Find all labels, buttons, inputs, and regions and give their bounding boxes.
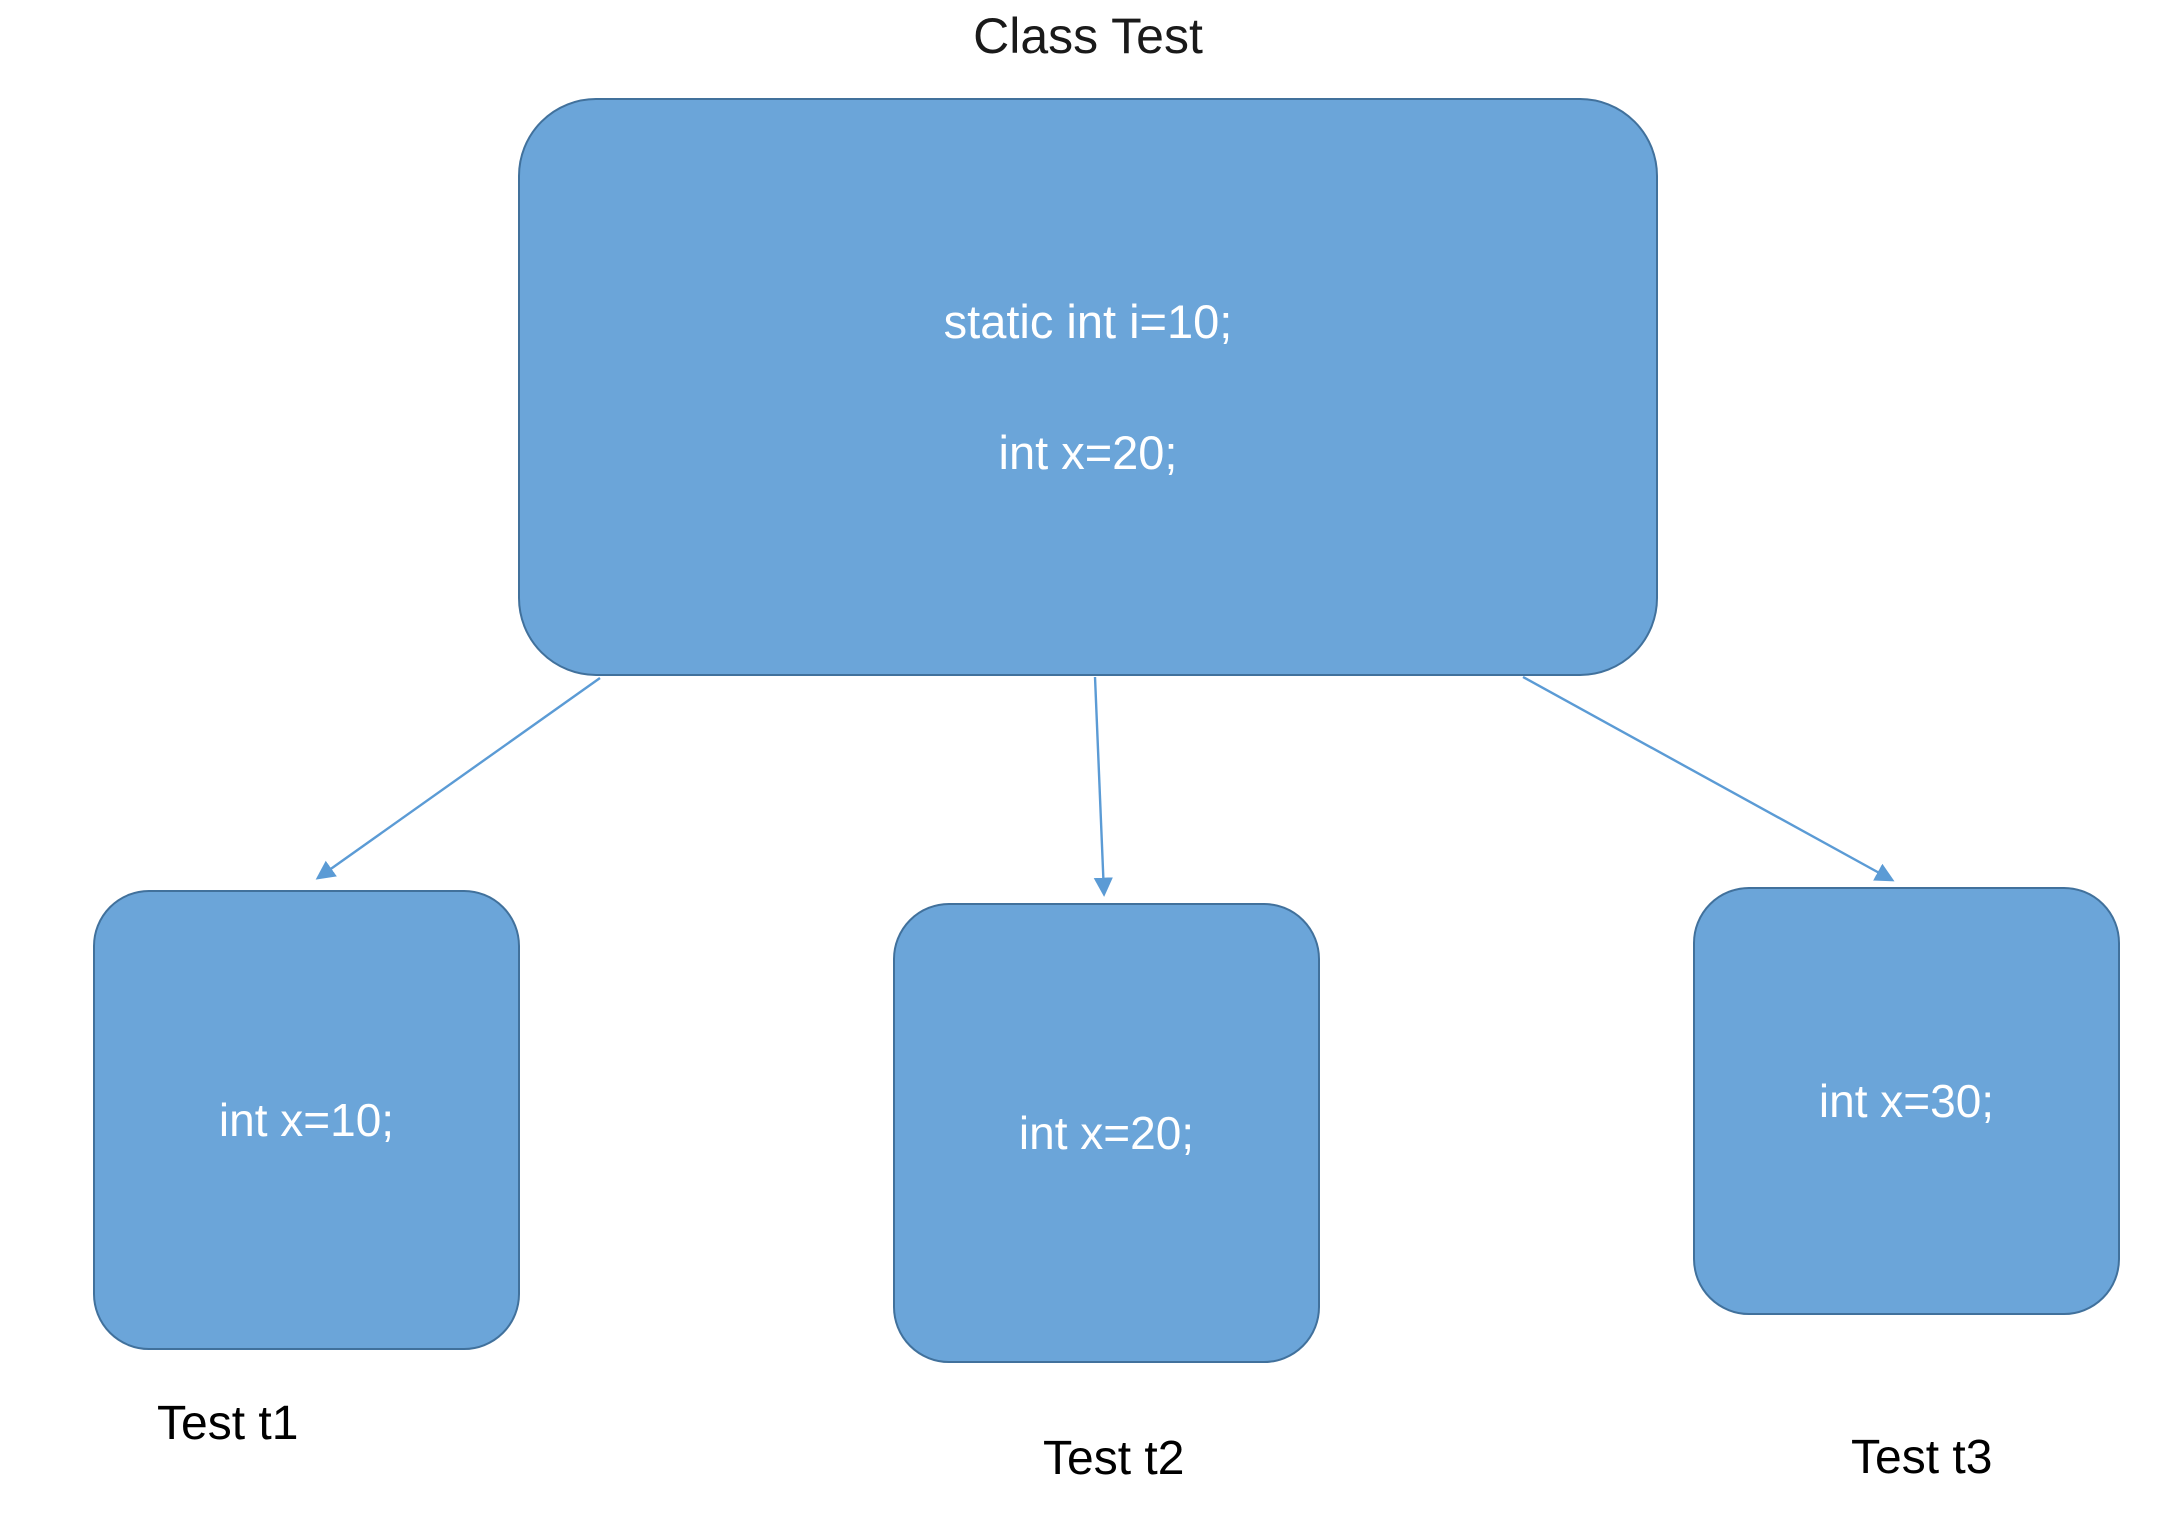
instance-label-t1: Test t1 <box>157 1397 299 1450</box>
instance-body-t3: int x=30; <box>1818 1075 1995 1127</box>
class-field-instance: int x=20; <box>998 426 1178 479</box>
instance-body-t1: int x=10; <box>218 1094 395 1146</box>
class-test-box: static int i=10; int x=20; <box>518 98 1658 676</box>
instance-body-t2: int x=20; <box>1018 1107 1195 1159</box>
instance-box-t2: int x=20; <box>893 903 1320 1363</box>
instance-box-t3: int x=30; <box>1693 887 2120 1315</box>
connector-arrow-t2 <box>1093 676 1113 897</box>
connector-arrow-t1 <box>315 677 601 880</box>
diagram-title: Class Test <box>973 8 1203 64</box>
class-field-static: static int i=10; <box>943 295 1233 348</box>
instance-box-t1: int x=10; <box>93 890 520 1350</box>
instance-label-t3: Test t3 <box>1851 1431 1993 1484</box>
instance-label-t2: Test t2 <box>1043 1432 1185 1485</box>
connector-arrow-t3 <box>1522 675 1895 882</box>
